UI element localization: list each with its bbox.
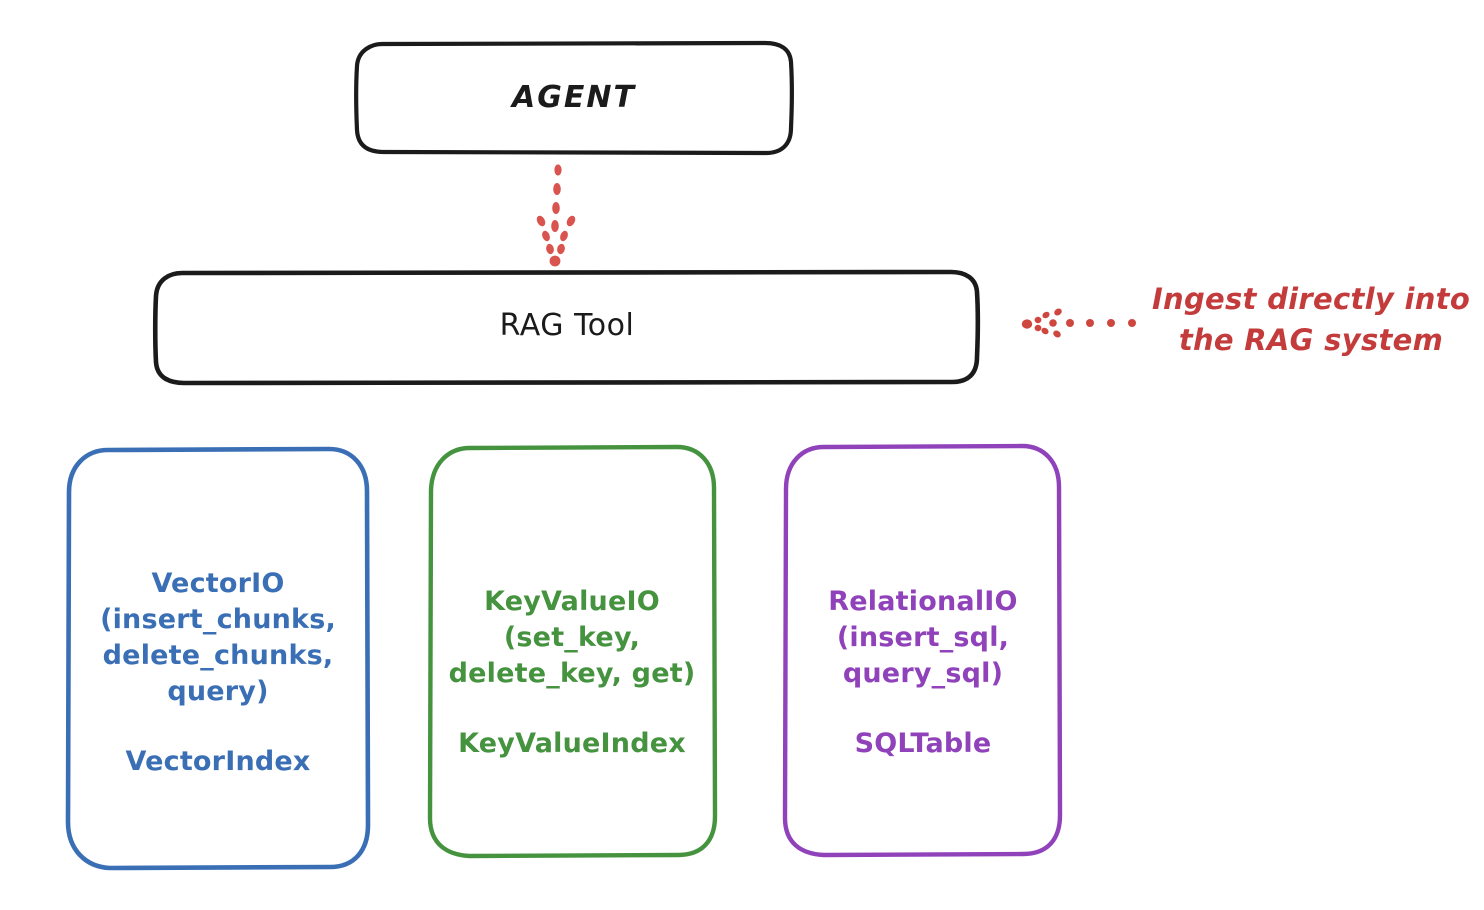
vector-io-box-outline <box>65 446 371 871</box>
node-vector-io[interactable] <box>65 446 371 871</box>
node-agent[interactable] <box>354 40 794 156</box>
key-value-io-box-outline <box>427 444 718 859</box>
rag-tool-box-outline <box>152 269 981 386</box>
ingest-annotation-text: Ingest directly into the RAG system <box>1151 282 1471 358</box>
node-relational-io[interactable] <box>782 443 1063 858</box>
agent-box-outline <box>354 40 794 156</box>
node-key-value-io[interactable] <box>427 444 718 859</box>
edge-ingest-arrow <box>1021 308 1136 338</box>
edge-agent-to-rag-tool <box>536 164 576 267</box>
relational-io-box-outline <box>782 443 1063 858</box>
node-rag-tool[interactable] <box>152 269 981 386</box>
